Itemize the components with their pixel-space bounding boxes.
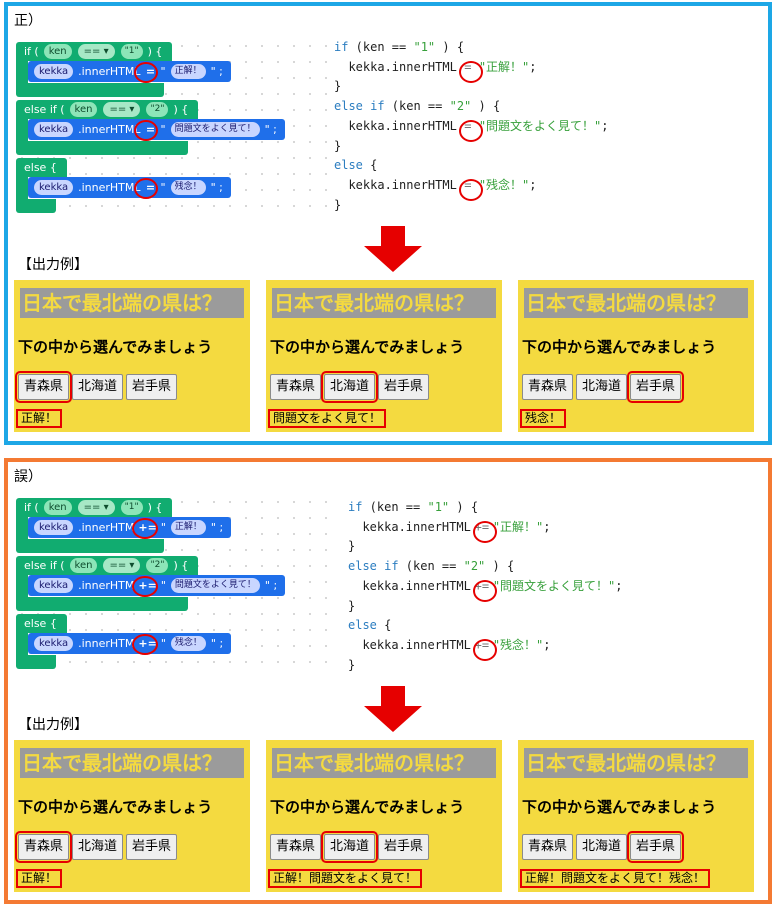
output-card-hokkaido: 日本で最北端の県は？ 下の中から選んでみましょう 青森県 北海道 岩手県 問題文… — [266, 280, 502, 432]
app-heading: 日本で最北端の県は？ — [272, 288, 496, 318]
app-heading: 日本で最北端の県は？ — [272, 748, 496, 778]
result-text: 正解！問題文をよく見て！ — [268, 869, 423, 888]
blockly-workspace-wrong: if ( ken == ▾ "1" ) { kekka .innerHTM +=… — [14, 494, 329, 669]
app-subheading: 下の中から選んでみましょう — [522, 338, 717, 356]
code-operator-highlight — [459, 179, 483, 201]
app-subheading: 下の中から選んでみましょう — [522, 798, 717, 816]
hokkaido-button[interactable]: 北海道 — [576, 374, 628, 400]
operator-highlight — [134, 120, 158, 141]
app-heading: 日本で最北端の県は？ — [524, 288, 748, 318]
else-if-block[interactable]: else if ( ken == ▾ "2" ) { — [16, 556, 199, 575]
else-block[interactable]: else { — [16, 158, 67, 177]
assign-block-1[interactable]: kekka .innerHTML = " 正解！ " ; — [28, 61, 231, 82]
assign-block-1[interactable]: kekka .innerHTM += " 正解！ " ; — [28, 517, 232, 538]
result-text: 正解！問題文をよく見て！残念！ — [520, 869, 711, 888]
else-block[interactable]: else { — [16, 614, 67, 633]
app-subheading: 下の中から選んでみましょう — [270, 338, 465, 356]
app-subheading: 下の中から選んでみましょう — [270, 798, 465, 816]
code-operator-highlight — [459, 61, 483, 83]
iwate-button[interactable]: 岩手県 — [627, 371, 685, 403]
correct-title: 正） — [14, 13, 42, 29]
result-text: 正解！ — [16, 869, 63, 888]
if-block[interactable]: if ( ken == ▾ "1" ) { — [16, 42, 173, 61]
hokkaido-button[interactable]: 北海道 — [321, 831, 379, 863]
aomori-button[interactable]: 青森県 — [14, 371, 73, 403]
result-text: 正解！ — [16, 409, 63, 428]
operator-highlight — [134, 62, 158, 83]
aomori-button[interactable]: 青森県 — [270, 834, 322, 860]
output-card-aomori: 日本で最北端の県は？ 下の中から選んでみましょう 青森県 北海道 岩手県 正解！ — [14, 740, 250, 892]
app-heading: 日本で最北端の県は？ — [20, 748, 244, 778]
aomori-button[interactable]: 青森県 — [270, 374, 322, 400]
if-block[interactable]: if ( ken == ▾ "1" ) { — [16, 498, 173, 517]
app-heading: 日本で最北端の県は？ — [524, 748, 748, 778]
down-arrow-icon — [364, 226, 422, 272]
result-text: 問題文をよく見て！ — [268, 409, 387, 428]
iwate-button[interactable]: 岩手県 — [126, 374, 178, 400]
hokkaido-button[interactable]: 北海道 — [72, 834, 124, 860]
hokkaido-button[interactable]: 北海道 — [576, 834, 628, 860]
code-operator-highlight — [459, 120, 483, 142]
hokkaido-button[interactable]: 北海道 — [321, 371, 379, 403]
else-if-block[interactable]: else if ( ken == ▾ "2" ) { — [16, 100, 199, 119]
output-card-aomori: 日本で最北端の県は？ 下の中から選んでみましょう 青森県 北海道 岩手県 正解！ — [14, 280, 250, 432]
app-heading: 日本で最北端の県は？ — [20, 288, 244, 318]
blockly-workspace-correct: if ( ken == ▾ "1" ) { kekka .innerHTML =… — [14, 38, 329, 213]
aomori-button[interactable]: 青森県 — [522, 374, 574, 400]
code-operator-highlight — [473, 580, 497, 602]
code-operator-highlight — [473, 639, 497, 661]
aomori-button[interactable]: 青森県 — [522, 834, 574, 860]
iwate-button[interactable]: 岩手県 — [378, 834, 430, 860]
wrong-title: 誤） — [14, 469, 42, 485]
operator-highlight — [134, 178, 158, 199]
app-subheading: 下の中から選んでみましょう — [18, 798, 213, 816]
correct-panel: 正） if ( ken == ▾ "1" ) { kekka .innerHTM… — [4, 2, 772, 445]
output-label-wrong: 【出力例】 — [18, 717, 88, 733]
operator-highlight — [132, 576, 158, 597]
assign-block-3[interactable]: kekka .innerHTM += " 残念！ " ; — [28, 633, 232, 654]
app-subheading: 下の中から選んでみましょう — [18, 338, 213, 356]
output-label-correct: 【出力例】 — [18, 257, 88, 273]
assign-block-3[interactable]: kekka .innerHTML = " 残念！ " ; — [28, 177, 231, 198]
operator-highlight — [132, 518, 158, 539]
iwate-button[interactable]: 岩手県 — [126, 834, 178, 860]
hokkaido-button[interactable]: 北海道 — [72, 374, 124, 400]
aomori-button[interactable]: 青森県 — [14, 831, 73, 863]
code-view-correct: if (ken == "1" ) { kekka.innerHTML="正解！"… — [334, 40, 609, 212]
operator-highlight — [132, 634, 158, 655]
wrong-panel: 誤） if ( ken == ▾ "1" ) { kekka .innerHTM… — [4, 458, 772, 904]
down-arrow-icon — [364, 686, 422, 732]
iwate-button[interactable]: 岩手県 — [627, 831, 685, 863]
result-text: 残念！ — [520, 409, 567, 428]
output-card-iwate: 日本で最北端の県は？ 下の中から選んでみましょう 青森県 北海道 岩手県 正解！… — [518, 740, 754, 892]
output-card-hokkaido: 日本で最北端の県は？ 下の中から選んでみましょう 青森県 北海道 岩手県 正解！… — [266, 740, 502, 892]
iwate-button[interactable]: 岩手県 — [378, 374, 430, 400]
output-card-iwate: 日本で最北端の県は？ 下の中から選んでみましょう 青森県 北海道 岩手県 残念！ — [518, 280, 754, 432]
code-operator-highlight — [473, 521, 497, 543]
